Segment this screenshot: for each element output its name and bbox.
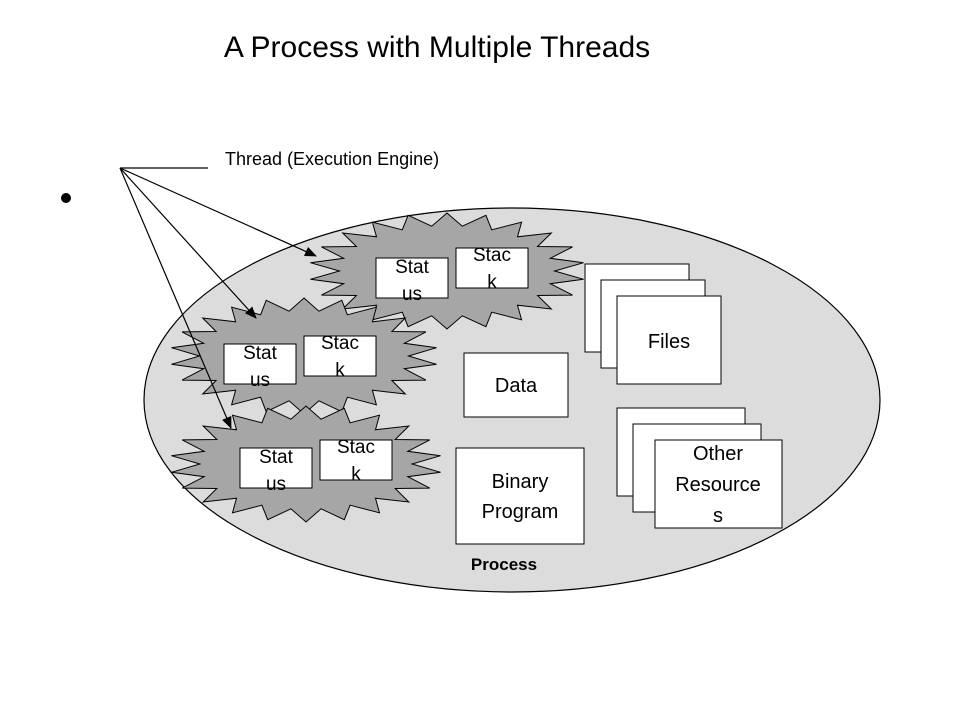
- stack-label: k: [351, 464, 361, 485]
- bullet-dot: [61, 193, 71, 203]
- stack-label: Stac: [321, 333, 359, 354]
- legend-label: Thread (Execution Engine): [225, 149, 439, 169]
- stack-box: [303, 335, 377, 377]
- arrow-to-thread-2: [119, 167, 257, 319]
- status-label: us: [266, 474, 286, 495]
- files-card-front: [616, 295, 722, 385]
- thread-3: Stat us Stac k: [171, 405, 441, 523]
- status-label: Stat: [259, 447, 294, 468]
- binary-label-line-2: Program: [482, 501, 559, 523]
- thread-1: Stat us Stac k: [310, 212, 584, 330]
- data-label: Data: [495, 375, 538, 397]
- status-box: [375, 257, 449, 299]
- files-label: Files: [648, 331, 690, 353]
- other-label-line-2: Resource: [675, 474, 761, 496]
- stack-label: Stac: [337, 437, 375, 458]
- binary-label-line-1: Binary: [492, 471, 549, 493]
- status-label: us: [250, 370, 270, 391]
- other-resources-stack: Other Resource s: [616, 407, 783, 529]
- stack-box: [455, 247, 529, 289]
- other-label-line-1: Other: [693, 443, 743, 465]
- process-label: Process: [471, 555, 537, 574]
- stack-label: k: [487, 272, 497, 293]
- stack-label: Stac: [473, 245, 511, 266]
- status-label: Stat: [243, 343, 278, 364]
- data-box: Data: [463, 352, 569, 418]
- stack-box: [319, 439, 393, 481]
- status-label: us: [402, 284, 422, 305]
- status-box: [223, 343, 297, 385]
- files-stack: Files: [584, 263, 722, 385]
- other-label-line-3: s: [713, 505, 723, 527]
- other-card-front: [654, 439, 783, 529]
- stack-label: k: [335, 360, 345, 381]
- status-box: [239, 447, 313, 489]
- binary-program-box: Binary Program: [455, 447, 585, 545]
- arrow-to-thread-3: [119, 167, 232, 429]
- status-label: Stat: [395, 257, 430, 278]
- arrow-to-thread-1: [119, 167, 317, 257]
- slide-title: A Process with Multiple Threads: [224, 31, 650, 64]
